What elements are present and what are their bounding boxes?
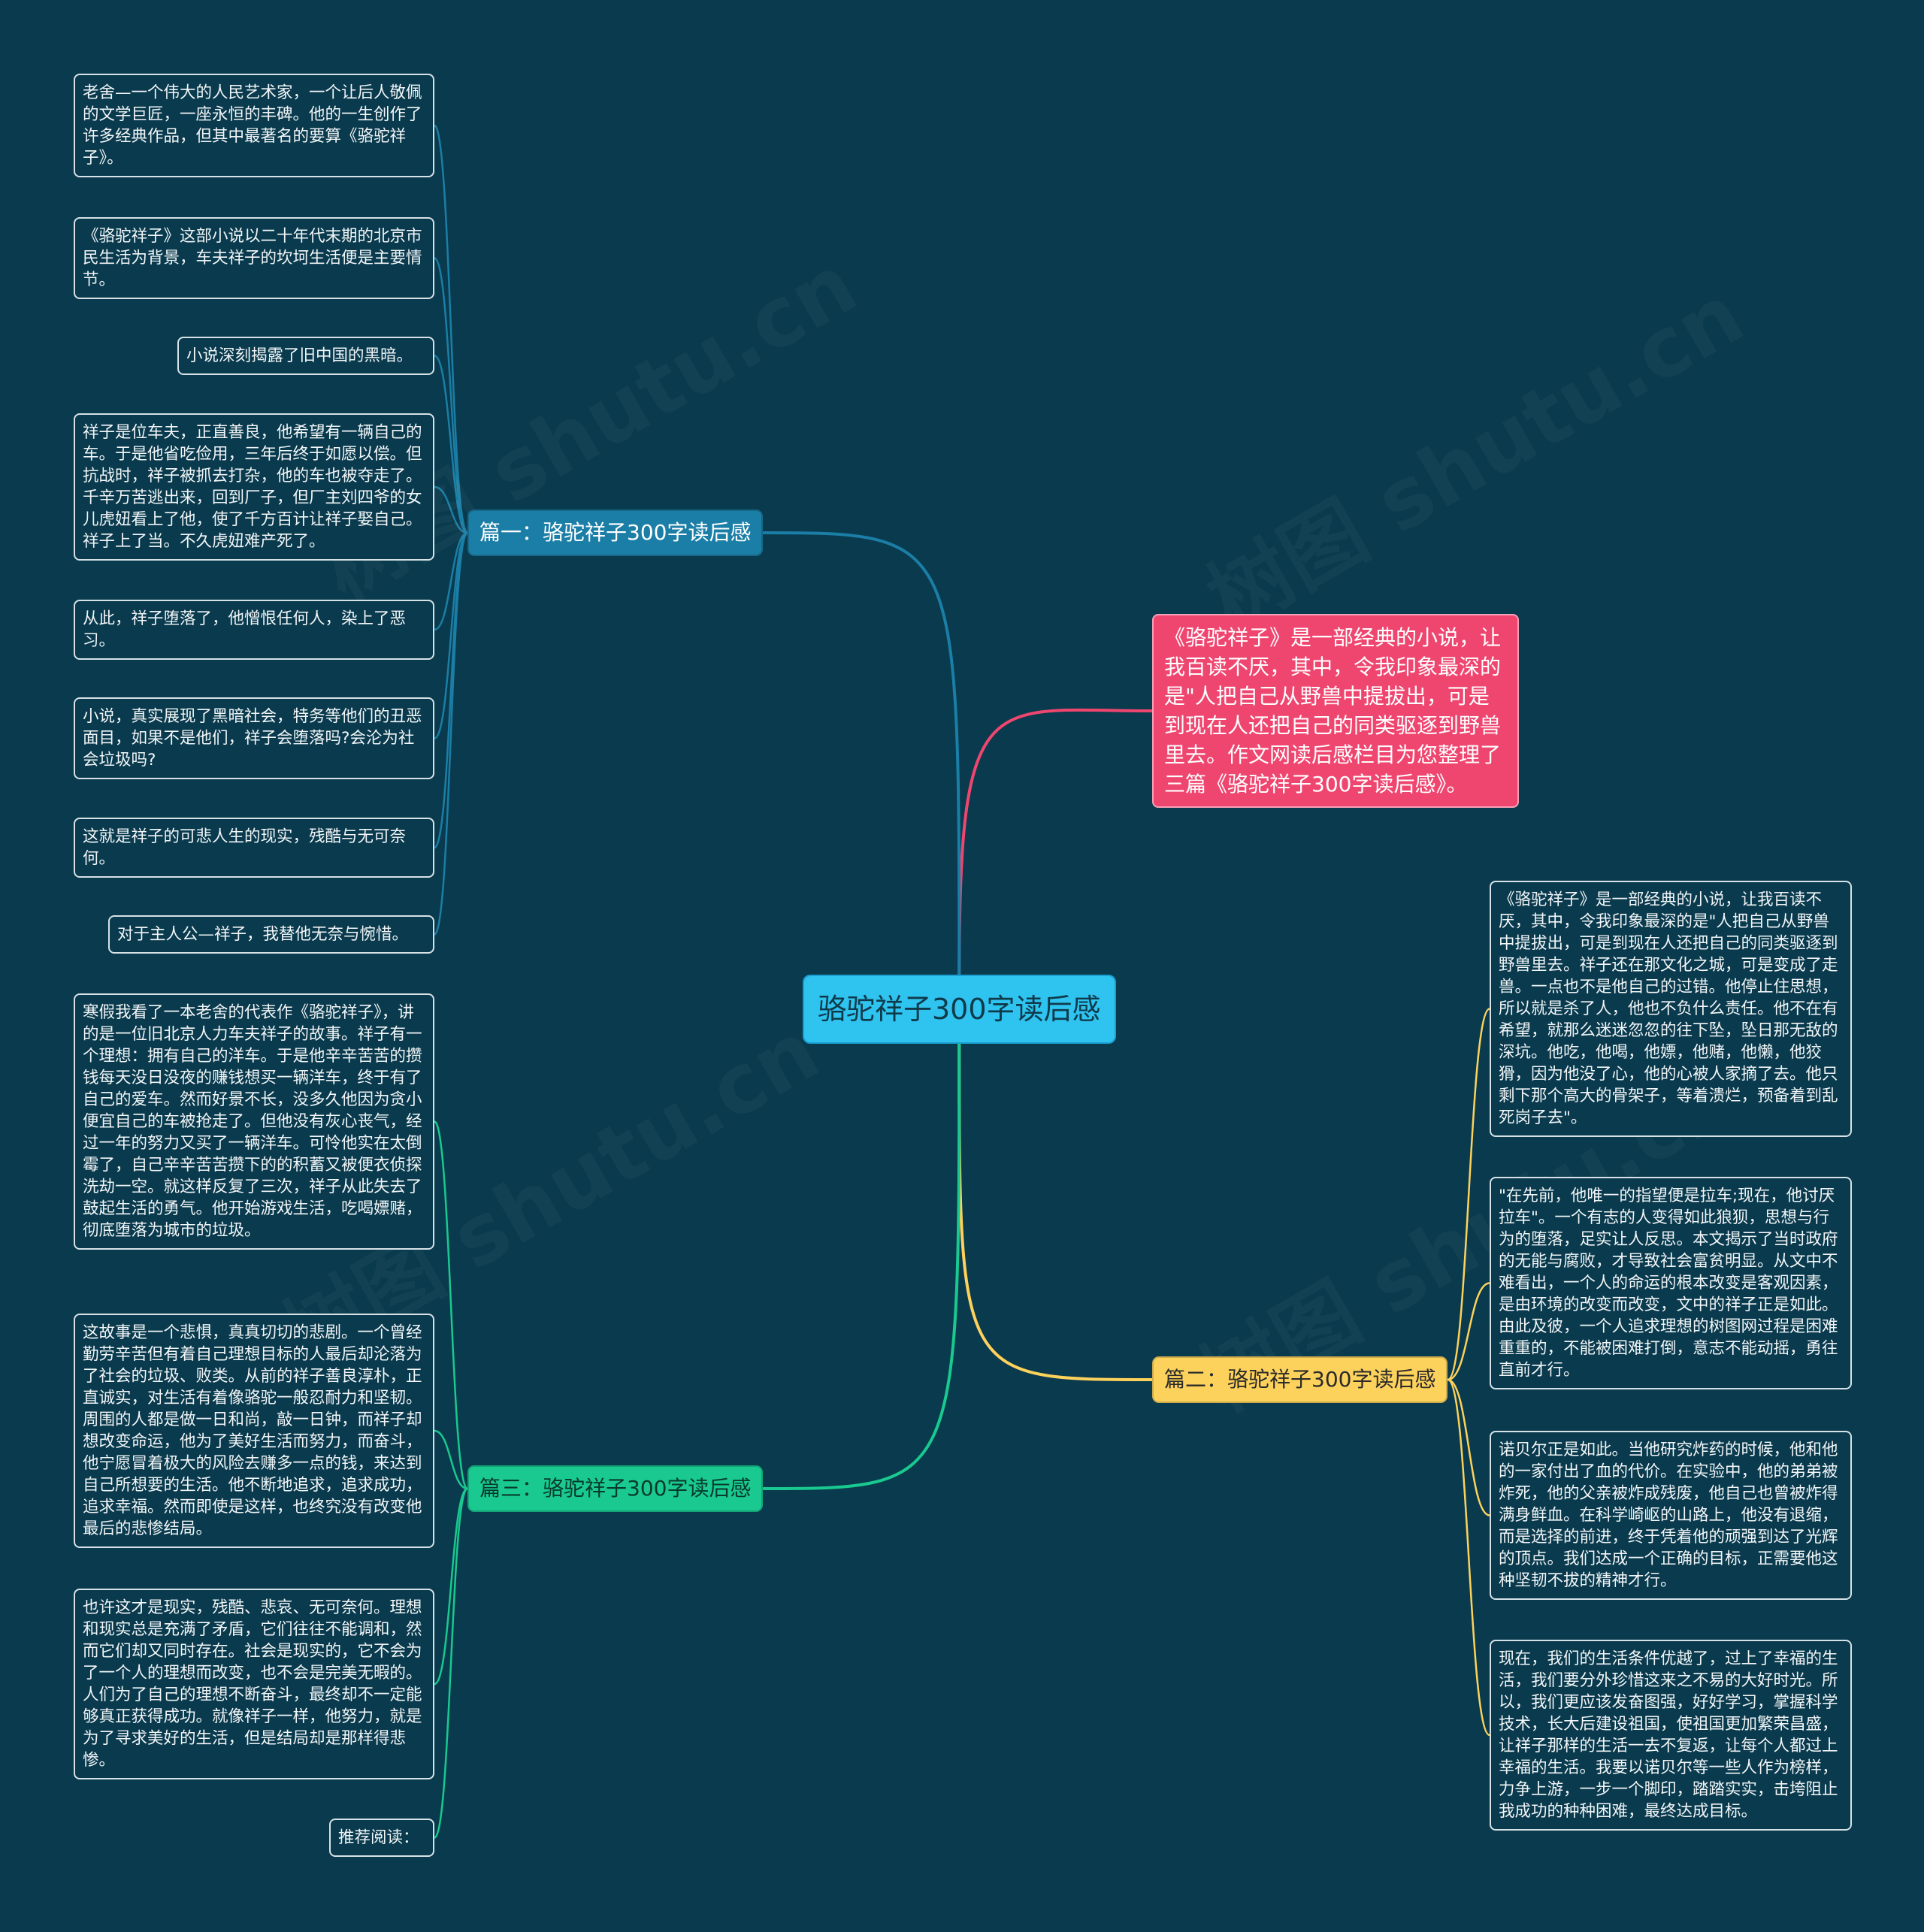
connector-branch-leaf — [433, 531, 469, 631]
leaf-note[interactable]: 诺贝尔正是如此。当他研究炸药的时候，他和他的一家付出了血的代价。在实验中，他的弟… — [1490, 1431, 1852, 1600]
connector-branch-leaf — [1447, 1008, 1491, 1381]
branch-part-three[interactable]: 篇三：骆驼祥子300字读后感 — [467, 1465, 764, 1512]
connector-center-intro — [957, 708, 1154, 976]
leaf-note[interactable]: 这就是祥子的可悲人生的现实，残酷与无可奈何。 — [74, 818, 434, 878]
connector-branch-leaf — [433, 1487, 469, 1839]
intro-summary-node[interactable]: 《骆驼祥子》是一部经典的小说，让我百读不厌，其中，令我印象最深的是"人把自己从野… — [1152, 614, 1519, 808]
connector-branch-leaf — [1447, 1378, 1491, 1516]
leaf-note[interactable]: 推荐阅读： — [329, 1819, 434, 1857]
connector-branch-leaf — [433, 1120, 469, 1490]
branch-part-one[interactable]: 篇一：骆驼祥子300字读后感 — [467, 509, 764, 556]
center-topic[interactable]: 骆驼祥子300字读后感 — [803, 975, 1116, 1044]
connector-branch-leaf — [433, 531, 469, 936]
leaf-note[interactable]: 小说，真实展现了黑暗社会，特务等他们的丑恶面目，如果不是他们，祥子会堕落吗?会沦… — [74, 697, 434, 779]
leaf-note[interactable]: "在先前，他唯一的指望便是拉车;现在，他讨厌拉车"。一个有志的人变得如此狼狈，思… — [1490, 1177, 1852, 1389]
connector-branch-leaf — [433, 1487, 469, 1686]
leaf-note[interactable]: 小说深刻揭露了旧中国的黑暗。 — [177, 337, 434, 375]
connector-center-branch — [957, 1042, 1154, 1381]
leaf-note[interactable]: 现在，我们的生活条件优越了，过上了幸福的生活，我们要分外珍惜这来之不易的大好时光… — [1490, 1640, 1852, 1831]
branch-part-two[interactable]: 篇二：骆驼祥子300字读后感 — [1152, 1356, 1448, 1403]
leaf-note[interactable]: 也许这才是现实，残酷、悲哀、无可奈何。理想和现实总是充满了矛盾，它们往往不能调和… — [74, 1589, 434, 1779]
leaf-note[interactable]: 祥子是位车夫，正直善良，他希望有一辆自己的车。于是他省吃俭用，三年后终于如愿以偿… — [74, 413, 434, 561]
leaf-note[interactable]: 对于主人公—祥子，我替他无奈与惋惜。 — [108, 915, 434, 954]
connector-branch-leaf — [433, 257, 469, 534]
connector-branch-leaf — [433, 1429, 469, 1490]
leaf-note[interactable]: 这故事是一个悲惧，真真切切的悲剧。一个曾经勤劳辛苦但有着自己理想目标的人最后却沦… — [74, 1314, 434, 1548]
leaf-note[interactable]: 《骆驼祥子》这部小说以二十年代末期的北京市民生活为背景，车夫祥子的坎坷生活便是主… — [74, 217, 434, 299]
connector-branch-leaf — [433, 124, 469, 534]
connector-center-branch — [761, 1042, 961, 1490]
connector-branch-leaf — [1447, 1378, 1491, 1737]
leaf-note[interactable]: 老舍—一个伟大的人民艺术家，一个让后人敬佩的文学巨匠，一座永恒的丰碑。他的一生创… — [74, 74, 434, 177]
connector-center-branch — [761, 531, 961, 976]
leaf-note[interactable]: 《骆驼祥子》是一部经典的小说，让我百读不厌，其中，令我印象最深的是"人把自己从野… — [1490, 881, 1852, 1137]
leaf-note[interactable]: 从此，祥子堕落了，他憎恨任何人，染上了恶习。 — [74, 600, 434, 660]
connector-branch-leaf — [1447, 1282, 1491, 1381]
leaf-note[interactable]: 寒假我看了一本老舍的代表作《骆驼祥子》，讲的是一位旧北京人力车夫祥子的故事。祥子… — [74, 993, 434, 1250]
connector-branch-leaf — [433, 531, 469, 739]
connector-branch-leaf — [433, 485, 469, 534]
connector-branch-leaf — [433, 355, 469, 534]
